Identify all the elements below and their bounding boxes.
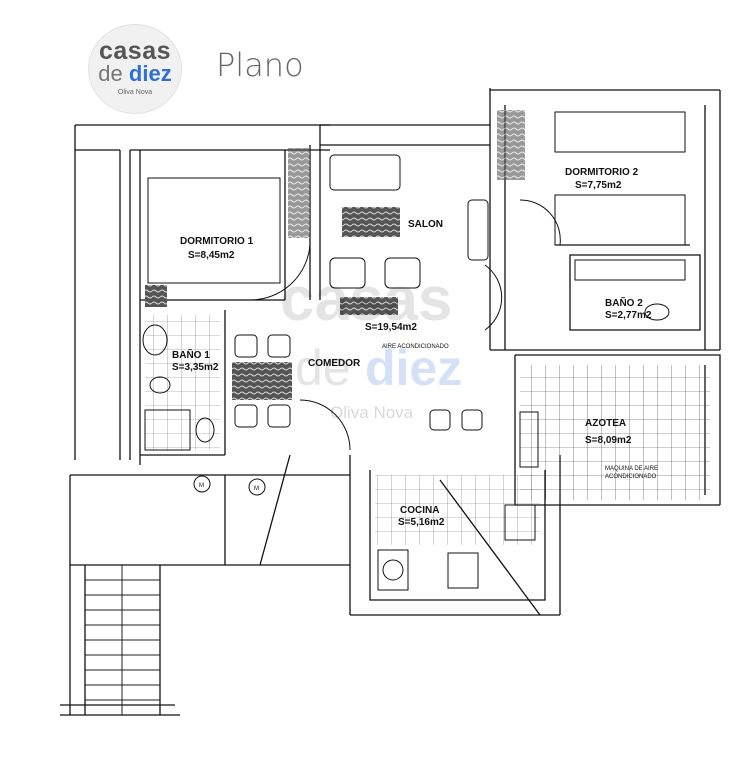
area-dormitorio-1: S=8,45m2 (188, 250, 235, 261)
label-dormitorio-1: DORMITORIO 1 (180, 236, 254, 247)
area-azotea: S=8,09m2 (585, 435, 632, 446)
label-bano-2: BAÑO 2 (605, 296, 643, 309)
bed-dormitorio-2 (554, 194, 686, 246)
logo-location: Oliva Nova (117, 89, 153, 96)
watermark-de: de (295, 340, 351, 396)
dining-table (232, 362, 292, 400)
note-maquina-aire-1: MAQUINA DE AIRE (605, 466, 658, 472)
watermark-location: Oliva Nova (330, 403, 414, 422)
brand-logo: casas de diez Oliva Nova (88, 24, 182, 114)
area-dormitorio-2: S=7,75m2 (575, 180, 622, 191)
note-aire-acondicionado: AIRE ACONDICIONADO (382, 344, 449, 350)
logo-text-de-diez: de diez (89, 63, 181, 85)
area-salon: S=19,54m2 (365, 322, 417, 333)
nightstand (145, 285, 167, 307)
room-labels: DORMITORIO 1 S=8,45m2 SALON S=19,54m2 CO… (172, 167, 658, 528)
cocina-tiles (375, 475, 540, 545)
logo-de: de (98, 61, 123, 86)
meter-label-2: M (254, 486, 259, 492)
label-azotea: AZOTEA (585, 418, 626, 429)
label-comedor: COMEDOR (308, 358, 361, 369)
meter-1 (193, 475, 211, 493)
bano1-tiles (145, 315, 220, 450)
label-salon: SALON (408, 219, 443, 230)
watermark-diez: diez (365, 340, 462, 396)
bed-dormitorio-1 (147, 177, 281, 284)
meter-label-1: M (199, 483, 204, 489)
area-bano-1: S=3,35m2 (172, 362, 219, 373)
logo-text-casas: casas (98, 37, 172, 65)
label-dormitorio-2: DORMITORIO 2 (565, 167, 639, 178)
sofa (329, 154, 401, 191)
page-title: Plano (216, 46, 304, 84)
label-cocina: COCINA (400, 505, 439, 516)
label-bano-1: BAÑO 1 (172, 348, 210, 361)
area-bano-2: S=2,77m2 (605, 310, 652, 321)
wardrobe-2 (497, 110, 525, 180)
wardrobe-1 (288, 148, 310, 238)
area-cocina: S=5,16m2 (398, 517, 445, 528)
side-table (340, 297, 398, 315)
note-maquina-aire-2: ACONDICIONADO (605, 474, 657, 480)
logo-diez: diez (128, 61, 172, 86)
furniture (142, 111, 686, 591)
stair-treads (85, 565, 160, 715)
meter-2 (248, 478, 266, 496)
watermark-casas: casas (280, 265, 452, 334)
watermark: casas de diez Oliva Nova (280, 265, 462, 422)
azotea-tiles (520, 365, 710, 500)
coffee-table (342, 207, 400, 237)
